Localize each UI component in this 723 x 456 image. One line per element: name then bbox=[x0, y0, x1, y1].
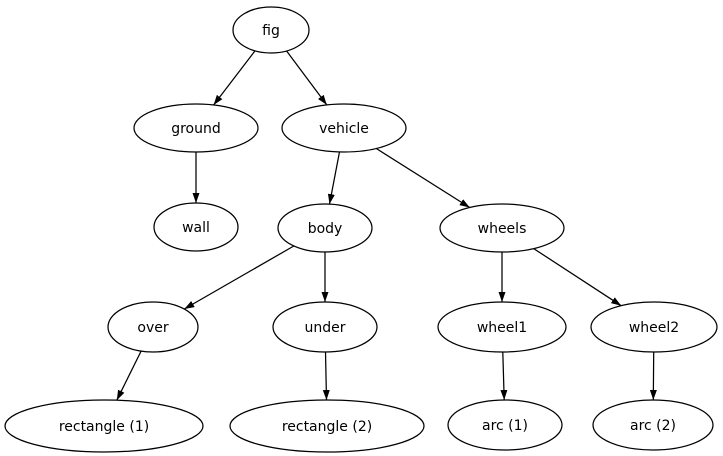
edge-wheels-wheel2 bbox=[533, 248, 622, 307]
edge-layer bbox=[116, 50, 657, 401]
edge-wheel1-arc-1 bbox=[500, 351, 508, 401]
node-ellipse-wheel2 bbox=[590, 301, 718, 353]
node-layer: fig ground vehicle wall body wheels over under w… bbox=[4, 6, 718, 453]
node-wheels: wheels bbox=[439, 203, 565, 253]
node-ellipse-wheel1 bbox=[437, 301, 567, 353]
node-vehicle: vehicle bbox=[281, 103, 407, 153]
node-label-body: body bbox=[308, 221, 343, 237]
node-label-rectangle-1: rectangle (1) bbox=[59, 419, 149, 435]
node-label-vehicle: vehicle bbox=[319, 121, 369, 137]
node-label-wall: wall bbox=[182, 220, 210, 236]
node-over: over bbox=[107, 301, 199, 353]
node-label-ground: ground bbox=[171, 121, 221, 137]
node-ground: ground bbox=[133, 103, 259, 153]
node-label-arc-2: arc (2) bbox=[630, 418, 676, 434]
node-label-wheel1: wheel1 bbox=[477, 320, 527, 336]
node-label-over: over bbox=[137, 320, 168, 336]
node-wheel2: wheel2 bbox=[590, 301, 718, 353]
node-label-wheels: wheels bbox=[478, 221, 527, 237]
node-fig: fig bbox=[232, 6, 310, 54]
node-ellipse-vehicle bbox=[281, 103, 407, 153]
node-ellipse-fig bbox=[232, 6, 310, 54]
edge-under-rectangle-2 bbox=[322, 351, 330, 401]
node-label-rectangle-2: rectangle (2) bbox=[282, 419, 372, 435]
edge-vehicle-wheels bbox=[375, 147, 471, 209]
edge-over-rectangle-1 bbox=[116, 350, 142, 401]
node-label-arc-1: arc (1) bbox=[482, 418, 528, 434]
node-label-wheel2: wheel2 bbox=[629, 320, 679, 336]
node-ellipse-under bbox=[272, 301, 378, 353]
node-ellipse-ground bbox=[133, 103, 259, 153]
node-label-under: under bbox=[304, 320, 345, 336]
node-rectangle-1: rectangle (1) bbox=[4, 399, 204, 453]
node-ellipse-body bbox=[277, 203, 373, 253]
node-wheel1: wheel1 bbox=[437, 301, 567, 353]
node-ellipse-wall bbox=[153, 202, 239, 252]
node-label-fig: fig bbox=[262, 23, 280, 39]
edge-vehicle-body bbox=[327, 151, 341, 205]
node-under: under bbox=[272, 301, 378, 353]
node-arc-2: arc (2) bbox=[592, 399, 714, 451]
node-ellipse-over bbox=[107, 301, 199, 353]
node-ellipse-wheels bbox=[439, 203, 565, 253]
node-rectangle-2: rectangle (2) bbox=[229, 399, 425, 453]
node-ellipse-rectangle-2 bbox=[229, 399, 425, 453]
node-ellipse-rectangle-1 bbox=[4, 399, 204, 453]
edge-fig-vehicle bbox=[286, 50, 328, 106]
node-arc-1: arc (1) bbox=[447, 399, 563, 451]
node-wall: wall bbox=[153, 202, 239, 252]
node-ellipse-arc-1 bbox=[447, 399, 563, 451]
node-ellipse-arc-2 bbox=[592, 399, 714, 451]
edge-body-over bbox=[183, 245, 295, 310]
edge-fig-ground bbox=[213, 50, 256, 106]
node-body: body bbox=[277, 203, 373, 253]
